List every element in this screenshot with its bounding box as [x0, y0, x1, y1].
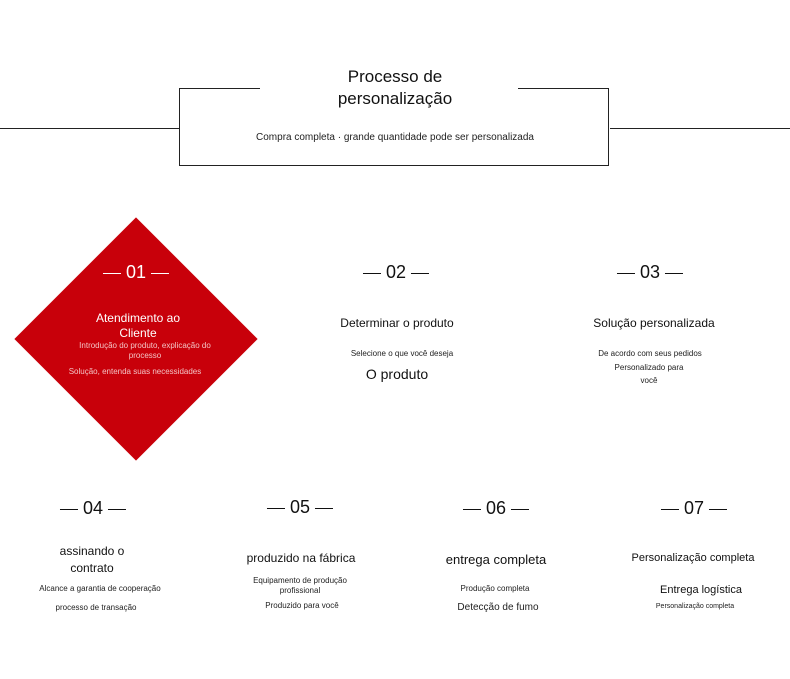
title-line-2: personalização — [337, 89, 453, 108]
dash-decoration — [411, 272, 430, 274]
dash-decoration — [315, 507, 334, 509]
step-03-number: 03 — [612, 262, 688, 283]
dash-decoration — [511, 508, 530, 510]
dash-decoration — [665, 272, 684, 274]
page-subtitle: Compra completa · grande quantidade pode… — [256, 132, 534, 143]
step-03-number-text: 03 — [639, 262, 661, 282]
step-04-line-2: processo de transação — [55, 603, 137, 612]
header-line-right — [610, 128, 790, 129]
step-06-title: entrega completa — [445, 552, 547, 567]
step-03-line-2: Personalizado para — [614, 363, 684, 372]
step-02-number: 02 — [358, 262, 434, 283]
dash-decoration — [362, 272, 381, 274]
step-03-title: Solução personalizada — [593, 316, 715, 330]
dash-decoration — [108, 508, 127, 510]
header-line-left — [0, 128, 180, 129]
step-05-number: 05 — [262, 497, 338, 518]
step-01-title: Atendimento ao Cliente — [95, 311, 181, 340]
step-03-line-3: você — [640, 376, 658, 385]
step-06-line-1: Produção completa — [460, 584, 530, 593]
step-07-line-2: Personalização completa — [655, 603, 735, 610]
dash-decoration — [59, 508, 78, 510]
step-04-number: 04 — [55, 498, 131, 519]
dash-decoration — [660, 508, 679, 510]
step-04-title: assinando o contrato — [59, 544, 125, 576]
dash-decoration — [151, 272, 170, 274]
header-frame-gap — [260, 86, 518, 90]
step-05-title: produzido na fábrica — [246, 551, 356, 565]
step-04-line-1: Alcance a garantia de cooperação — [39, 584, 161, 593]
step-01-line-1: Introdução do produto, explicação do pro… — [79, 341, 211, 360]
step-02-title: Determinar o produto — [340, 316, 454, 330]
dash-decoration — [102, 272, 121, 274]
title-line-1: Processo de — [347, 67, 443, 86]
step-05-line-1: Equipamento de produção profissional — [253, 576, 347, 595]
step-02-number-text: 02 — [385, 262, 407, 282]
step-06-number-text: 06 — [485, 498, 507, 518]
step-06-line-2: Detecção de fumo — [457, 602, 539, 613]
step-07-number: 07 — [656, 498, 732, 519]
step-07-line-1: Entrega logística — [660, 584, 742, 596]
dash-decoration — [616, 272, 635, 274]
step-07-title: Personalização completa — [631, 552, 755, 564]
step-06-number: 06 — [458, 498, 534, 519]
step-02-line-2: O produto — [365, 366, 429, 382]
step-01-number: 01 — [98, 262, 174, 283]
step-03-line-1: De acordo com seus pedidos — [598, 349, 702, 358]
step-02-line-1: Selecione o que você deseja — [350, 349, 454, 358]
dash-decoration — [462, 508, 481, 510]
dash-decoration — [266, 507, 285, 509]
step-05-number-text: 05 — [289, 497, 311, 517]
step-07-number-text: 07 — [683, 498, 705, 518]
dash-decoration — [709, 508, 728, 510]
step-05-line-2: Produzido para você — [265, 601, 339, 610]
step-01-number-text: 01 — [125, 262, 147, 282]
page-title: Processo de personalização — [295, 66, 495, 110]
step-01-line-2: Solução, entenda suas necessidades — [68, 367, 202, 376]
step-04-number-text: 04 — [82, 498, 104, 518]
